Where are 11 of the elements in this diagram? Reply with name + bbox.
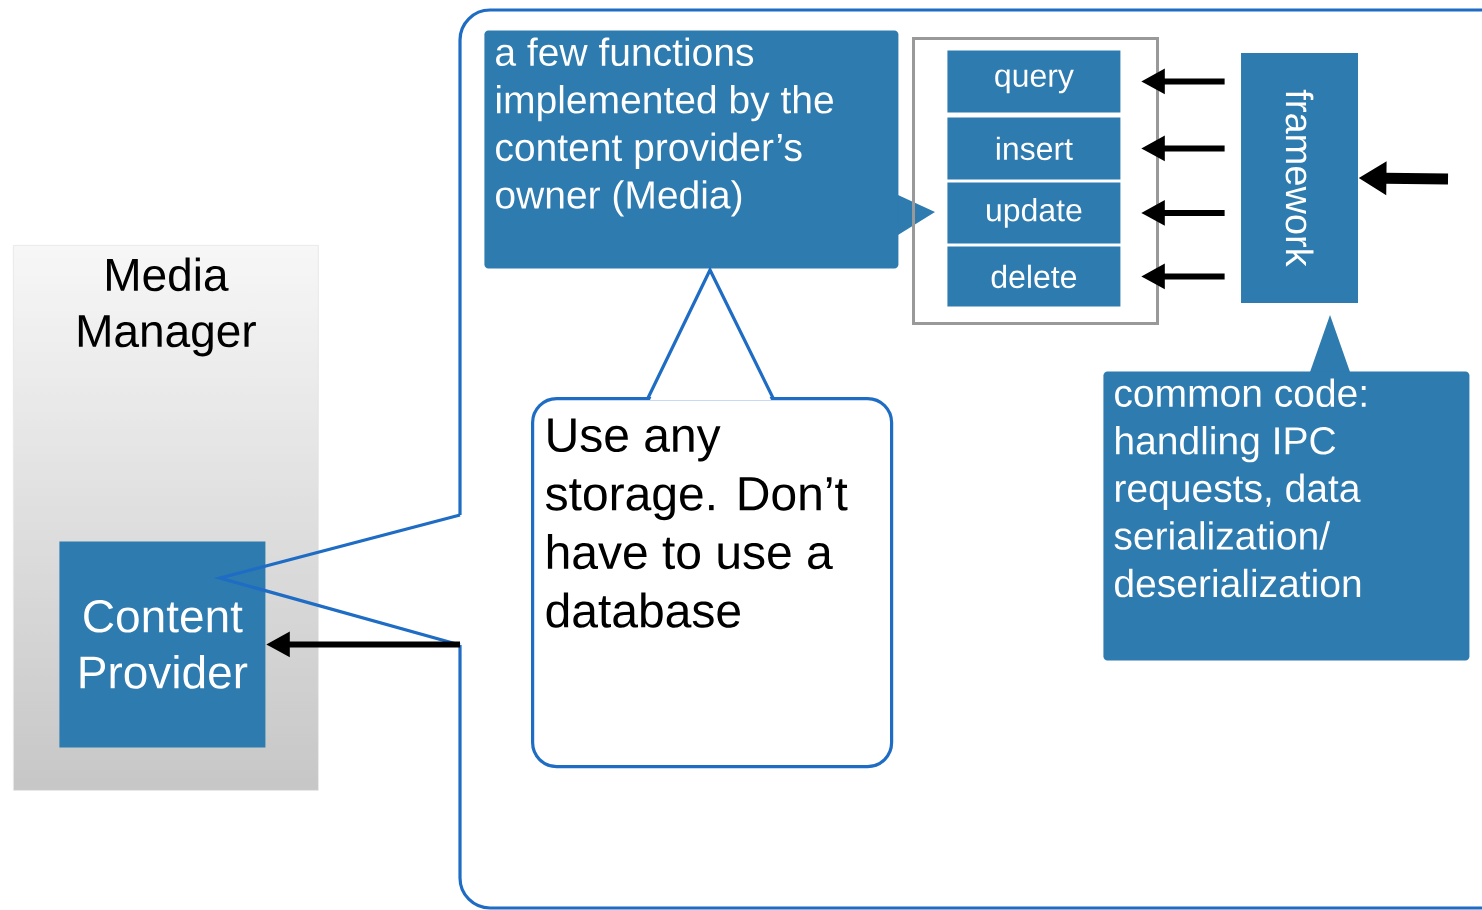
method-box: insert [947, 117, 1121, 180]
method-group-frame [912, 37, 1159, 325]
callout-bubble: Use any storage. Don’t have to use a database [531, 266, 894, 769]
component-box: Content Provider [59, 541, 266, 748]
method-box: query [947, 50, 1121, 113]
callout-box: a few functions implemented by the content provider’s owner (Media) [484, 30, 935, 269]
method-box: update [947, 182, 1121, 244]
callout-box: common code: handling IPC requests, data serialization/ deserialization [1103, 315, 1470, 661]
callout-bubble [458, 8, 1482, 910]
framework-box: framework [1241, 53, 1358, 303]
method-box: delete [947, 246, 1121, 307]
